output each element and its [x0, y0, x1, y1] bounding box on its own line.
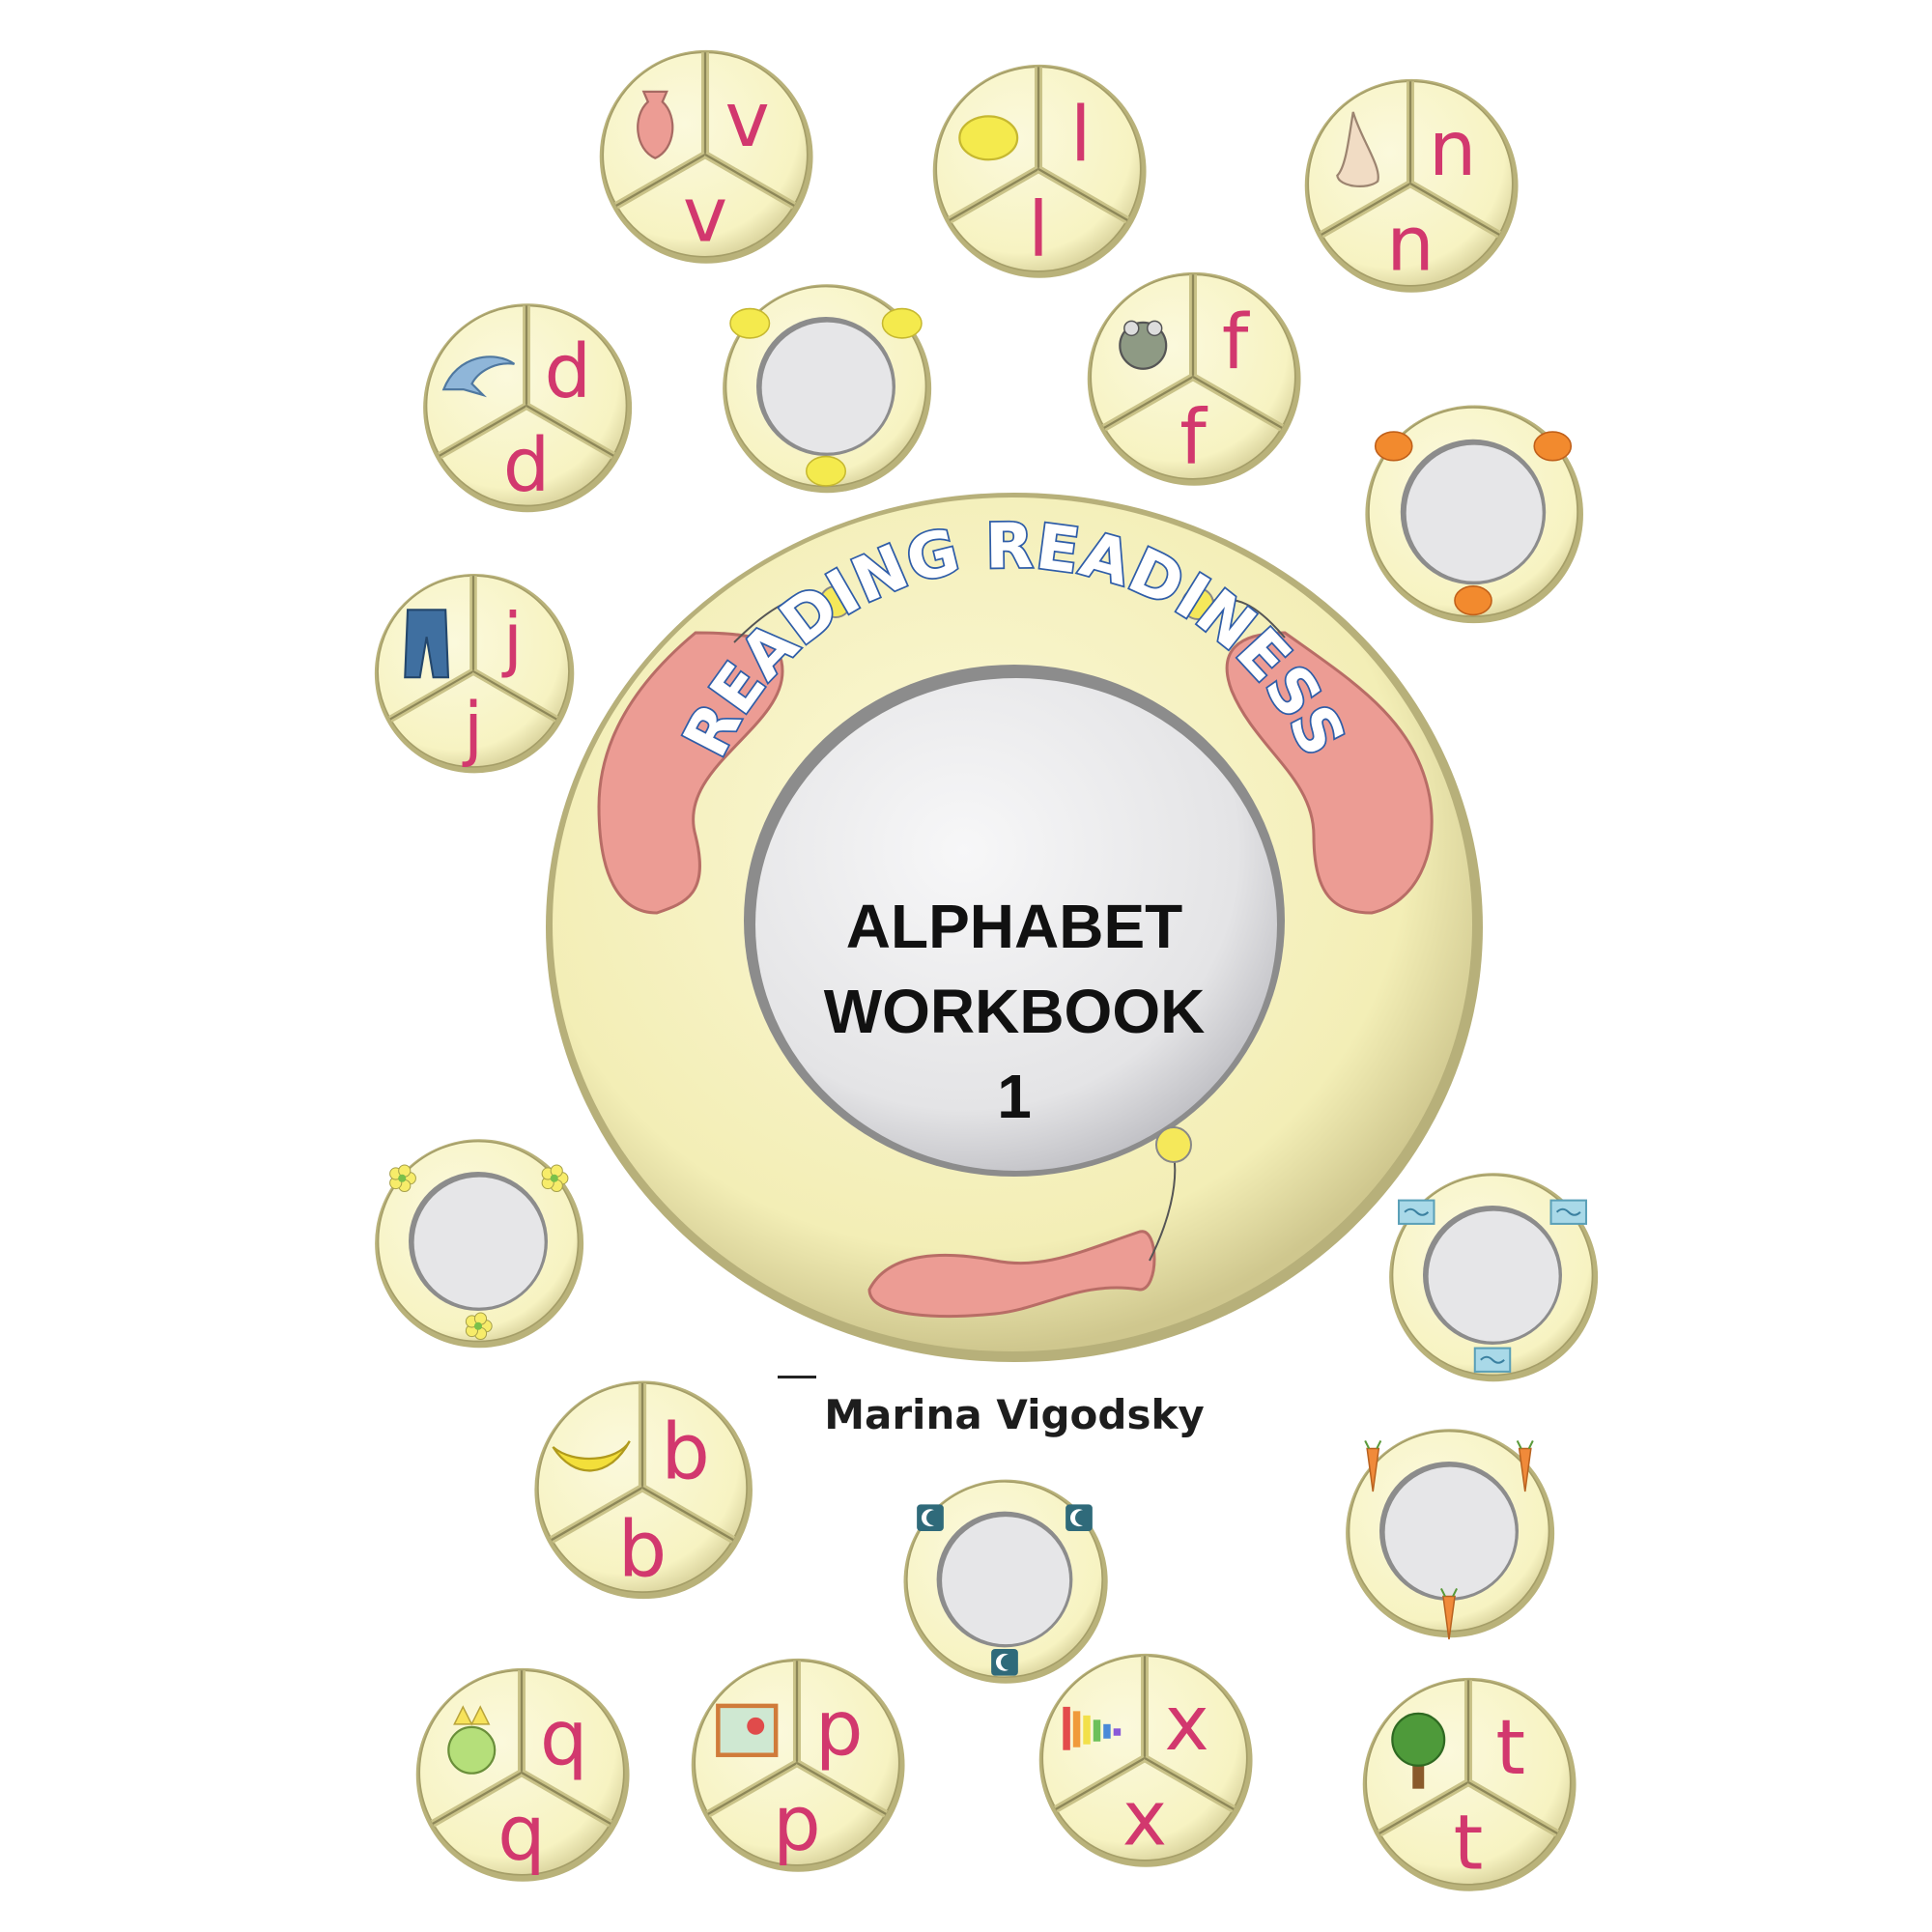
author-name: Marina Vigodsky	[824, 1391, 1205, 1438]
jeans-icon	[404, 609, 450, 679]
vase-right-icon	[1181, 587, 1434, 915]
disc-letter-lower: d	[503, 423, 551, 509]
orange-icon	[1533, 431, 1573, 462]
flower-icon	[465, 1312, 493, 1341]
ring-disc	[1384, 1167, 1602, 1384]
xylophone-icon	[1063, 1706, 1122, 1750]
orange-icon	[1454, 585, 1492, 616]
flower-icon	[389, 1164, 416, 1193]
main-plate-graphic: READING READINESS	[546, 493, 1483, 1362]
vase-icon	[637, 90, 674, 159]
disc-letter-upper: f	[1222, 298, 1251, 386]
lemon-icon	[881, 307, 923, 339]
disc-letter-upper: d	[544, 329, 591, 415]
disc-letter-lower: p	[773, 1780, 821, 1868]
disc-letter-lower: v	[683, 172, 727, 260]
disc-letter-upper: t	[1495, 1704, 1525, 1792]
moon-card-icon	[991, 1648, 1018, 1676]
vase-bottom-icon	[867, 1126, 1192, 1318]
title-line-2: WORKBOOK	[823, 977, 1206, 1046]
disc-letter-lower: l	[1028, 186, 1049, 274]
book-title: ALPHABET WORKBOOK 1	[811, 884, 1217, 1139]
disc-letter-lower: b	[618, 1505, 668, 1595]
picture-frame-icon	[716, 1703, 779, 1757]
disc-letter-lower: j	[462, 688, 483, 770]
tile-icon	[1398, 1199, 1435, 1225]
carrot-icon	[1364, 1439, 1382, 1492]
disc-letter-lower: f	[1179, 394, 1208, 482]
disc-letter-upper: b	[661, 1407, 710, 1497]
dash-mark	[778, 1376, 816, 1378]
dolphin-icon	[441, 355, 516, 398]
banana-icon	[552, 1440, 631, 1472]
disc-letter-lower: x	[1122, 1776, 1167, 1863]
carrot-icon	[1439, 1587, 1459, 1640]
tile-icon	[1473, 1347, 1512, 1373]
lemon-icon	[729, 307, 771, 339]
disc-letter-upper: n	[1429, 105, 1477, 193]
vase-left-icon	[597, 585, 852, 915]
disc-letter-lower: t	[1454, 1800, 1484, 1888]
queen-frog-icon	[447, 1705, 497, 1775]
ring-disc	[1341, 1423, 1558, 1640]
disc-letter-upper: j	[501, 598, 523, 680]
lemon-icon	[958, 115, 1019, 161]
disc-letter-lower: n	[1386, 201, 1435, 289]
disc-letter-upper: p	[815, 1685, 864, 1773]
moon-card-icon	[1065, 1504, 1093, 1532]
main-plate: READING READINESS	[541, 488, 1488, 1367]
orange-icon	[1374, 431, 1413, 462]
title-line-1: ALPHABET	[845, 892, 1183, 961]
lemon-icon	[805, 455, 847, 487]
disc-letter-upper: l	[1070, 91, 1092, 179]
disc-letter-upper: v	[725, 76, 770, 164]
disc-letter-upper: x	[1165, 1680, 1209, 1768]
disc-letter-lower: q	[497, 1790, 546, 1878]
moon-card-icon	[917, 1504, 944, 1532]
title-line-3: 1	[997, 1062, 1032, 1131]
carrot-icon	[1516, 1439, 1534, 1492]
ring-disc	[370, 1133, 587, 1350]
tile-icon	[1549, 1199, 1587, 1225]
disc-letter-upper: q	[540, 1694, 588, 1782]
nose-icon	[1336, 111, 1379, 188]
ring-disc	[1360, 399, 1587, 626]
ring-disc	[898, 1473, 1111, 1686]
tree-icon	[1391, 1712, 1446, 1789]
frog-icon	[1119, 320, 1168, 370]
ring-disc	[718, 278, 935, 496]
flower-icon	[541, 1164, 569, 1193]
